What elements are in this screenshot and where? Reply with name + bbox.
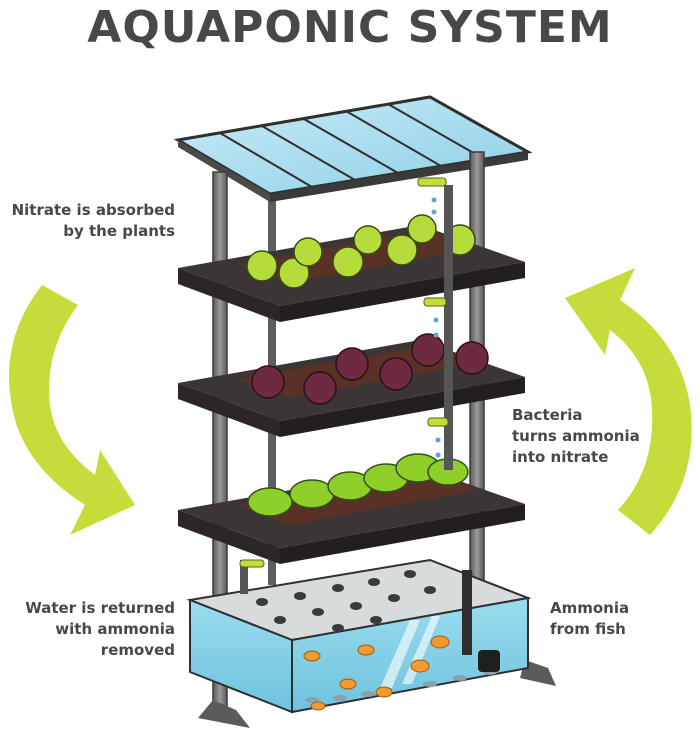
label-nitrate-absorbed: Nitrate is absorbed by the plants [11,201,175,240]
cycle-arrow-left-icon [9,285,136,535]
label-water-returned: Water is returned with ammonia removed [25,599,175,659]
water-pipe [417,177,453,470]
goldfish-icon [303,635,450,711]
page-title: AQUAPONIC SYSTEM [87,2,613,53]
glass-roof [173,95,533,202]
label-ammonia-from-fish: Ammonia from fish [550,599,630,638]
lettuce-row-bottom [247,453,469,517]
return-spout [239,559,265,594]
cycle-arrow-right-icon [565,268,692,535]
lettuce-row-top [246,214,476,289]
water-pump-icon [462,570,500,672]
label-bacteria: Bacteria turns ammonia into nitrate [512,406,640,466]
lettuce-row-middle [251,333,489,405]
